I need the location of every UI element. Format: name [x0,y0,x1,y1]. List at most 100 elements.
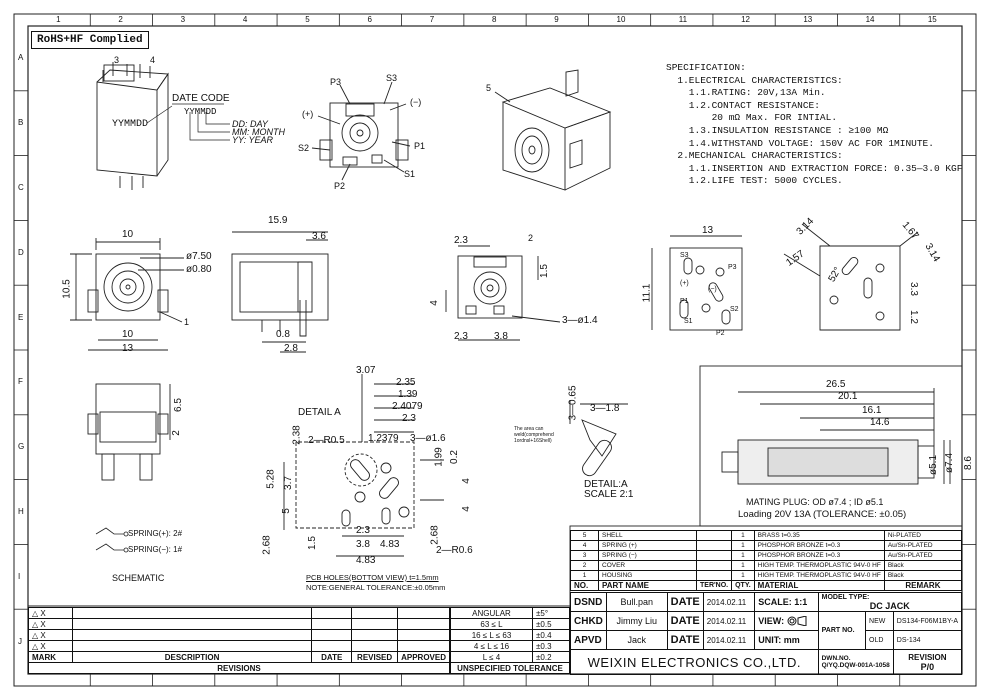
projection-symbol-icon [787,615,807,627]
bom-cell: PHOSPHOR BRONZE t=0.3 [753,550,885,561]
grid-row-label: C [18,183,24,192]
detail-a-graphic [569,400,628,477]
dim-plug-146: 14.6 [870,417,890,428]
bom-cell: 4 [570,540,599,551]
revisions-header-mark: MARK [28,651,73,663]
pcb-note-tolerance: NOTE:GENERAL TOLERANCE:±0.05mm [306,583,446,592]
pcb-detail-label: DETAIL A [298,407,341,418]
dim-pcb-199: 1.99 [433,447,445,467]
grid-row-label: B [18,118,24,128]
dsnd-date-label: DATE [666,592,704,612]
bom-cell: 1 [570,570,599,581]
bom-cell: PHOSPHOR BRONZE t=0.3 [753,540,885,551]
grid-column-label: 6 [367,15,372,24]
label-p2: P2 [334,181,346,191]
bom-cell: SPRING (−) [598,550,697,561]
label-minus-r: (−) [708,286,717,293]
dim-pcb-139: 1.39 [398,389,418,400]
revision-mark: △ X [28,607,73,619]
scale-label: SCALE: 1:1 [754,592,819,612]
grid-column-label: 15 [927,15,937,24]
tolerance-angular-label: ANGULAR [450,607,533,619]
date-code-mm: MM: MONTH [232,127,285,137]
revision-value: P/0 [920,661,935,672]
date-code-format: YYMMDD [184,107,217,117]
bom-cell: 2 [570,560,599,571]
compliance-badge: RoHS+HF Complied [31,31,149,49]
bom-cell: 1 [731,540,755,551]
revisions-header-date: DATE [311,651,353,663]
tolerance-value: ±0.5 [532,618,570,630]
dim-top-23a: 2.3 [454,235,468,246]
front-view [70,238,184,351]
back-view [87,383,171,481]
revision-label: REVISION [908,652,947,662]
balloon-3: 3 [114,55,120,65]
grid-column-label: 14 [865,15,875,24]
tolerance-footer: UNSPECIFIED TOLERANCE [450,662,570,674]
side-view [231,231,329,353]
dim-plug-d74: ø7.4 [944,452,956,474]
bom-header-no: NO. [570,580,599,591]
part-old-label: OLD [865,630,894,650]
label-s1: S1 [404,169,416,179]
revisions-table: △ X △ X △ X △ X MARK DESCRIPTION DATE RE… [28,607,450,674]
grid-row-label: G [18,442,25,452]
dim-front-w1: 10 [122,229,134,240]
grid-column-label: 11 [678,15,688,24]
dim-pcb-38: 3.8 [356,539,370,550]
dwn-label: DWN.NO. [821,655,851,662]
dim-side-08: 0.8 [276,329,290,340]
dim-d080: ø0.80 [186,264,212,275]
dim-pcb-483b: 4.83 [356,555,376,566]
grid-column-label: 12 [741,15,750,24]
part-no-label: PART NO. [817,611,867,650]
bom-cell: BRASS t=0.35 [753,530,885,541]
dwn-value: Q/YQ.DQW-001A-1058 [821,662,890,669]
dim-detail-065: 3—0.65 [567,385,579,421]
label-p3: P3 [330,77,342,87]
title-block: DSND Bull.pan DATE 2014.02.11 SCALE: 1:1… [570,592,963,675]
bom-header-material: MATERIAL [753,580,885,591]
spec-line: 1.2.LIFE TEST: 5000 CYCLES. [666,175,843,187]
bom-cell [695,550,733,561]
dim-top-38: 3.8 [494,331,508,342]
dim-pcb-528: 5.28 [265,469,277,489]
revision-mark: △ X [28,618,73,630]
label-p1: P1 [414,141,426,151]
apvd-date-label: DATE [666,630,704,650]
grid-row-label: J [18,636,22,646]
tolerance-value: ±0.4 [532,629,570,641]
bom-cell: COVER [598,560,697,571]
bom-cell: 5 [570,530,599,541]
bom-cell [695,560,733,571]
label-plus-r: (+) [680,280,689,287]
dim-pcb-23: 2.3 [402,413,416,424]
bom-header-qty: QTY. [731,580,755,591]
bom-cell: 1 [731,560,755,571]
spec-line: 1.ELECTRICAL CHARACTERISTICS: [666,74,843,86]
dim-plug-86: 8.6 [962,456,974,470]
label-s3-r: S3 [680,252,689,259]
grid-row-label: I [18,571,21,581]
model-type-cell: MODEL TYPE: DC JACK [817,592,963,612]
dim-plug-d51: ø5.1 [928,454,940,476]
dim-pcb-307: 3.07 [356,365,376,376]
dim-pcb-268b: 2.68 [429,525,441,545]
apvd-name: Jack [605,630,668,650]
schematic-spring-minus: SPRING(−): 1# [128,545,183,554]
dim-side-36: 3.6 [312,231,326,242]
bom-cell: SPRING (+) [598,540,697,551]
spec-line: SPECIFICATION: [666,62,746,73]
grid-column-label: 10 [616,15,626,24]
grid-row-label: E [18,312,24,322]
pcb-layout [283,374,444,557]
date-code-title: DATE CODE [172,93,230,104]
dim-pcb-02: 0.2 [448,450,460,464]
unit-label: UNIT: mm [754,630,819,650]
dim-r-13: 13 [702,225,714,236]
apvd-date-value: 2014.02.11 [702,630,756,650]
apvd-label: APVD [570,630,607,650]
